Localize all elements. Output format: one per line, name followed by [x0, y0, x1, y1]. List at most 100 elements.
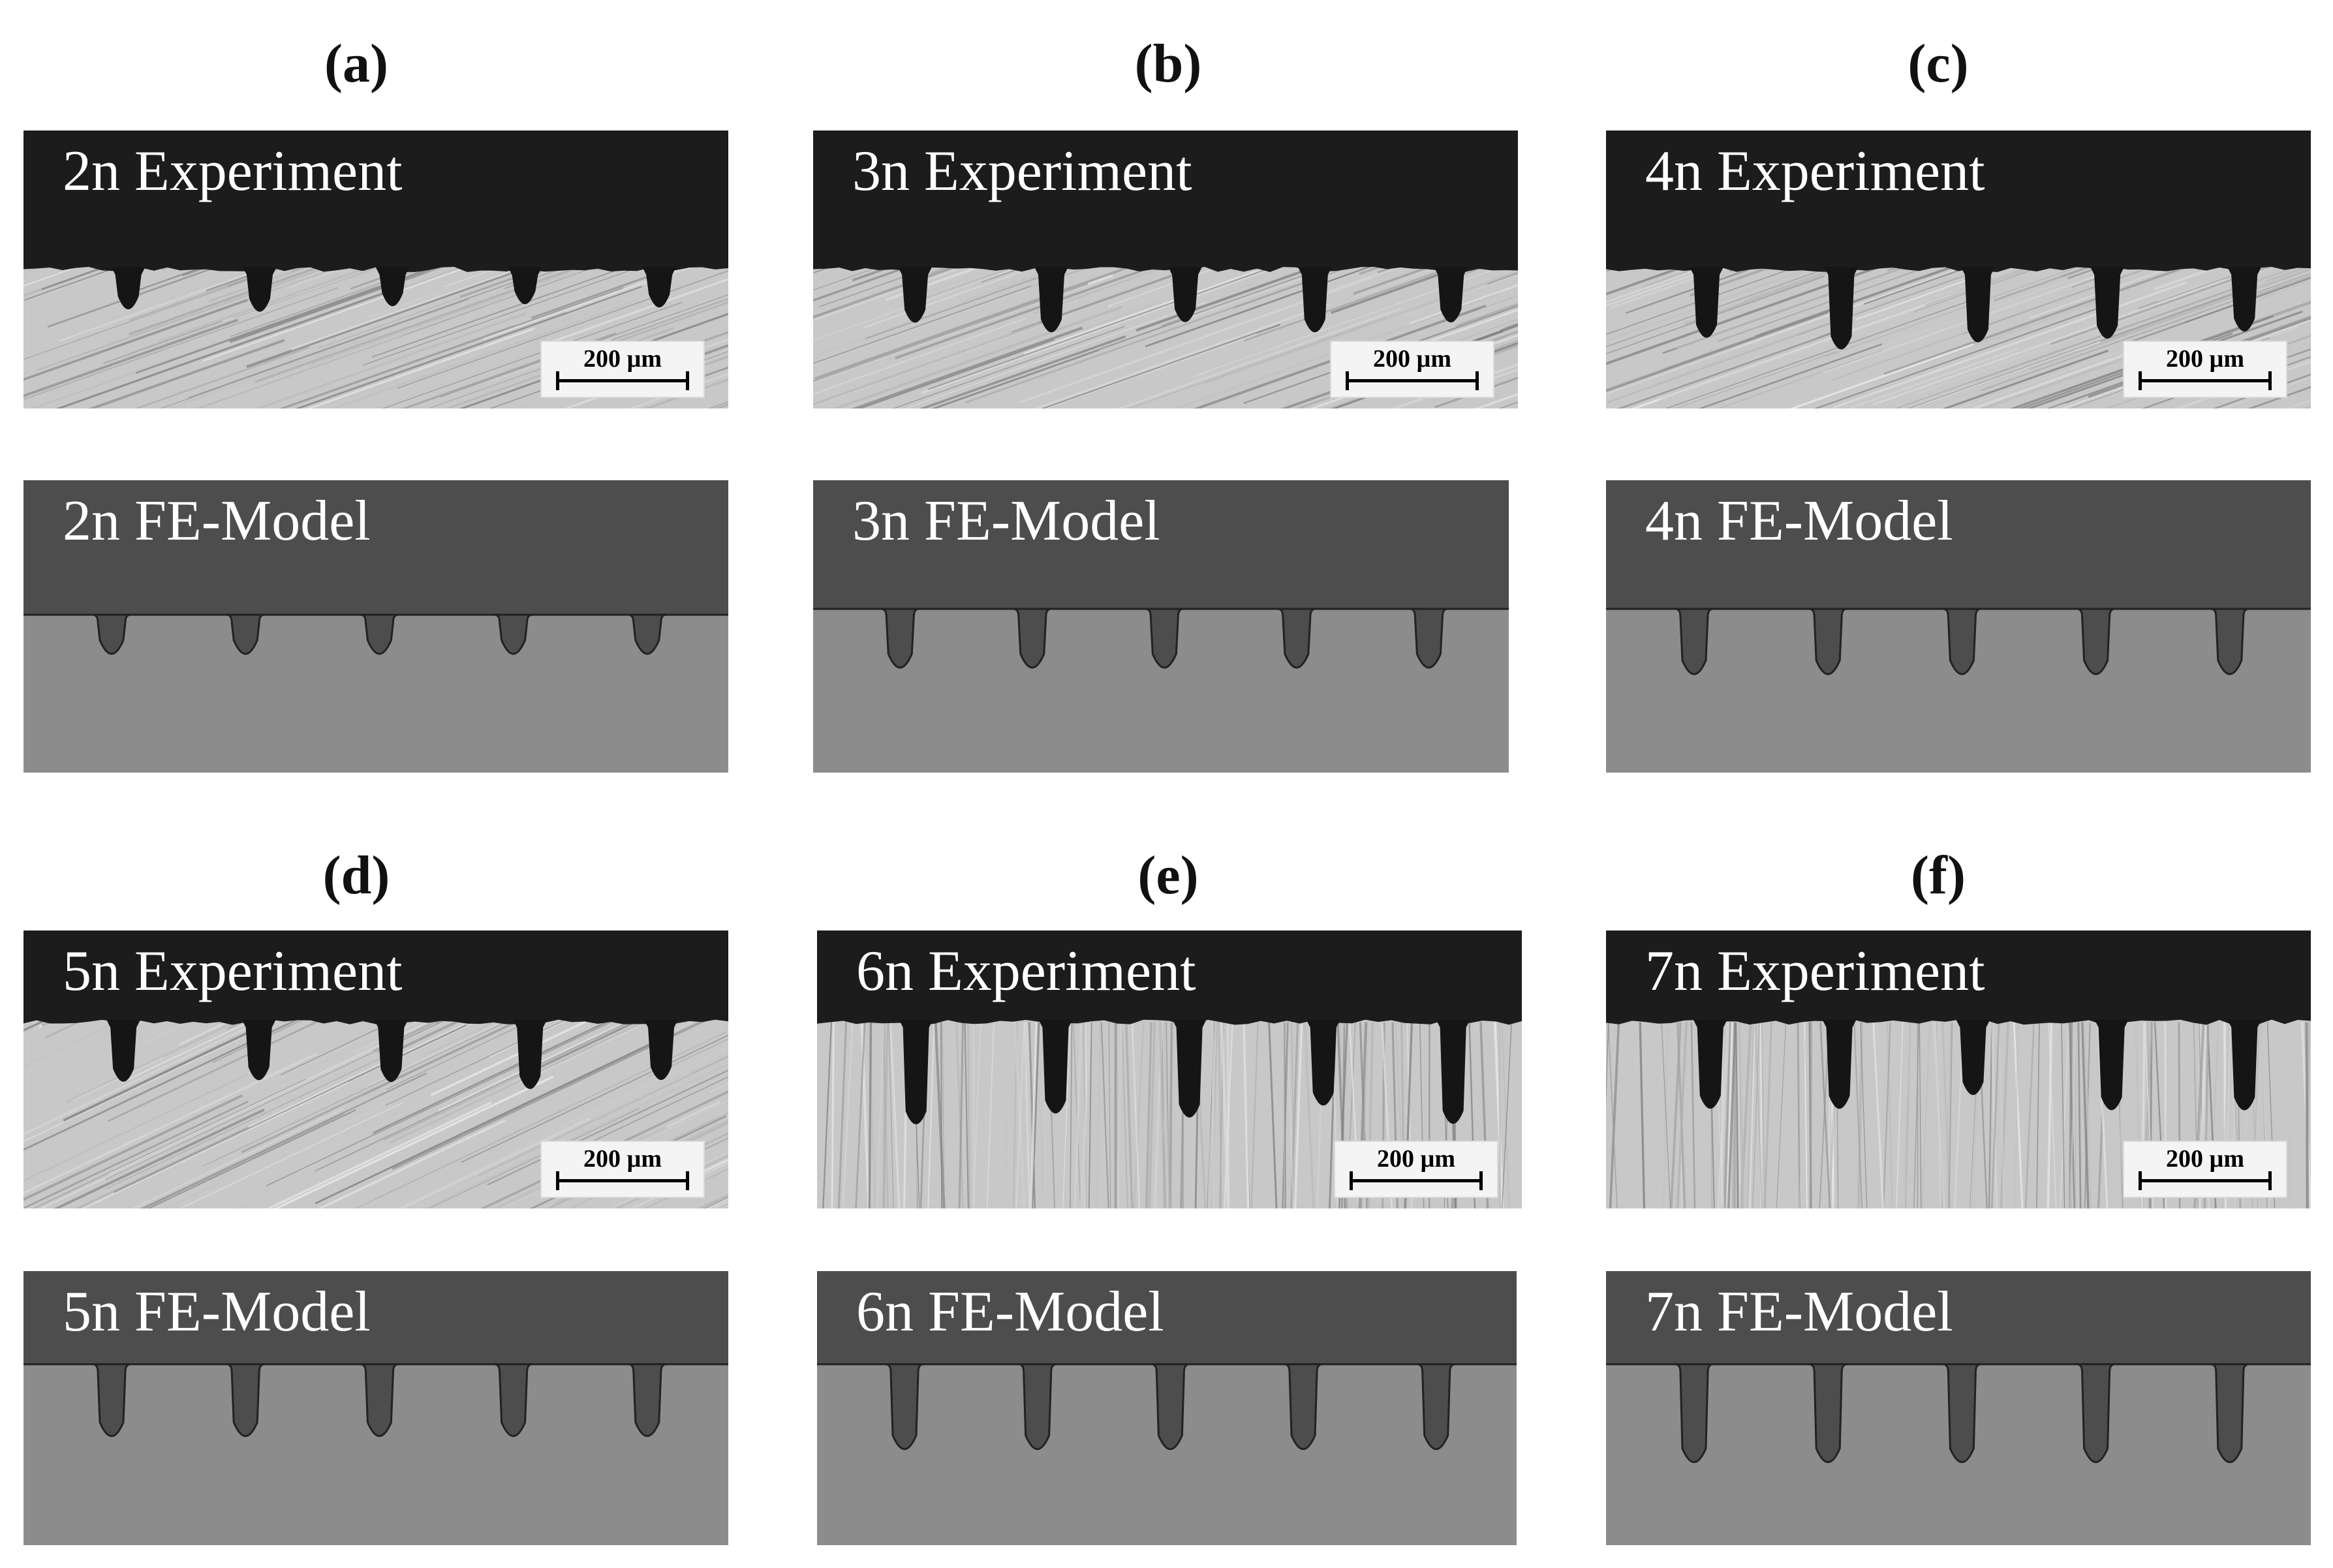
scale-bar-tick [2268, 1171, 2272, 1190]
groove [1956, 1019, 1990, 1096]
micrograph [817, 930, 1522, 1208]
groove [92, 613, 131, 655]
scale-bar-tick [2139, 1171, 2142, 1190]
model-panel-title: 6n FE-Model [856, 1280, 1164, 1344]
model-panel-title: 7n FE-Model [1645, 1280, 1953, 1344]
scale-bar-line [557, 379, 688, 382]
experiment-panel-4n: 4n Experiment 200 µm [1606, 131, 2311, 408]
scale-bar-line [2140, 1179, 2270, 1182]
groove [1034, 267, 1068, 333]
experiment-panel-3n: 3n Experiment 200 µm [813, 131, 1518, 408]
groove [2094, 1019, 2129, 1111]
scale-bar-tick [1350, 1171, 1353, 1190]
groove [374, 1019, 409, 1083]
groove [1436, 1019, 1470, 1124]
experiment-panel-title: 2n Experiment [63, 140, 403, 203]
groove [106, 1019, 141, 1082]
groove [1417, 1363, 1455, 1451]
scale-bar: 200 µm [540, 1141, 705, 1198]
groove [628, 1363, 666, 1437]
model-panel-title: 2n FE-Model [63, 489, 371, 553]
groove [241, 1019, 276, 1081]
groove [1297, 267, 1332, 333]
scale-bar-tick [1346, 371, 1349, 390]
figure-label-b: (b) [1134, 33, 1202, 94]
groove [1284, 1363, 1323, 1451]
scale-bar-label: 200 µm [1376, 1145, 1456, 1173]
groove [2210, 607, 2249, 675]
groove [2077, 1363, 2115, 1464]
scale-bar-label: 200 µm [2165, 345, 2245, 373]
groove [2227, 267, 2262, 331]
scale-bar: 200 µm [1334, 1141, 1498, 1198]
model-panel-4n: 4n FE-Model [1606, 480, 2311, 773]
groove [1809, 607, 1847, 675]
groove [1675, 607, 1714, 675]
groove [1809, 1363, 1847, 1464]
experiment-panel-title: 5n Experiment [63, 940, 403, 1003]
groove [513, 1019, 548, 1089]
scale-bar-tick [1479, 1171, 1483, 1190]
groove [1018, 1363, 1057, 1451]
groove [1690, 267, 1724, 338]
model-cross-section [1606, 1271, 2311, 1545]
model-panel-title: 5n FE-Model [63, 1280, 371, 1344]
groove [92, 1363, 131, 1437]
groove [375, 267, 410, 307]
model-cross-section [817, 1271, 1517, 1545]
groove [2227, 1019, 2262, 1111]
groove [1306, 1019, 1340, 1106]
groove [360, 613, 399, 655]
micrograph [23, 131, 728, 408]
groove [1824, 267, 1859, 350]
experiment-panel-6n: 6n Experiment 200 µm [817, 930, 1522, 1208]
groove [494, 613, 533, 655]
groove [2090, 267, 2125, 339]
model-panel-title: 3n FE-Model [852, 489, 1160, 553]
scale-bar-line [1347, 379, 1477, 382]
scale-bar-tick [2139, 371, 2142, 390]
groove [1013, 607, 1051, 669]
groove [242, 267, 277, 312]
model-cross-section [813, 480, 1509, 773]
groove [885, 1363, 924, 1451]
groove [644, 1019, 679, 1081]
groove [111, 267, 146, 309]
scale-bar-tick [556, 1171, 559, 1190]
experiment-panel-2n: 2n Experiment 200 µm [23, 131, 728, 408]
groove [628, 613, 666, 655]
groove [1943, 1363, 1981, 1464]
groove [1693, 1019, 1727, 1109]
experiment-panel-title: 3n Experiment [852, 140, 1192, 203]
groove [1151, 1363, 1190, 1451]
groove [881, 607, 919, 669]
groove [1277, 607, 1316, 669]
scale-bar: 200 µm [2123, 341, 2287, 398]
groove [1822, 1019, 1857, 1109]
scale-bar-label: 200 µm [1372, 345, 1452, 373]
groove [226, 613, 265, 655]
model-panel-6n: 6n FE-Model [817, 1271, 1517, 1545]
model-panel-7n: 7n FE-Model [1606, 1271, 2311, 1545]
figure-label-d: (d) [322, 845, 390, 906]
groove [226, 1363, 265, 1437]
groove [1960, 267, 1995, 343]
groove [1943, 607, 1981, 675]
scale-bar-tick [686, 371, 689, 390]
scale-bar-label: 200 µm [583, 345, 662, 373]
groove [2210, 1363, 2249, 1464]
scale-bar: 200 µm [2123, 1141, 2287, 1198]
groove [1410, 607, 1448, 669]
figure-label-a: (a) [324, 33, 388, 94]
scale-bar-tick [2268, 371, 2272, 390]
experiment-panel-title: 6n Experiment [856, 940, 1196, 1003]
groove [899, 1019, 933, 1125]
model-panel-title: 4n FE-Model [1645, 489, 1953, 553]
micrograph [1606, 131, 2311, 408]
groove [898, 267, 933, 323]
scale-bar-line [1351, 1179, 1481, 1182]
figure-label-f: (f) [1911, 845, 1966, 906]
groove [1038, 1019, 1073, 1114]
scale-bar: 200 µm [540, 341, 705, 398]
groove [642, 267, 677, 308]
